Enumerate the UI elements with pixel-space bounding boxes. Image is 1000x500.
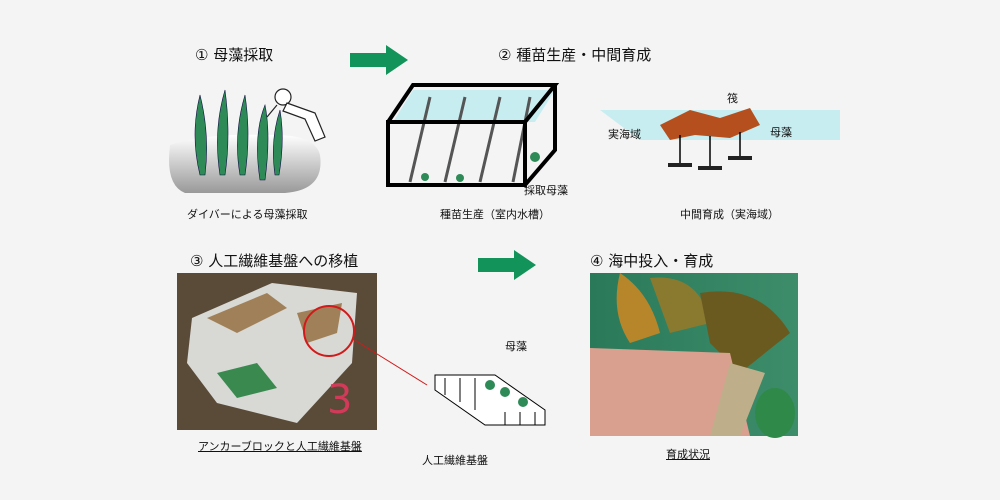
- step2-tank-caption: 種苗生産（室内水槽）: [440, 208, 550, 221]
- label-collected-mother: 採取母藻: [524, 184, 568, 197]
- step2-title: ② 種苗生産・中間育成: [498, 46, 652, 64]
- indoor-tank-illustration: [386, 83, 560, 187]
- step3-title: ③ 人工繊維基盤への移植: [190, 252, 359, 270]
- artificial-fiber-base-illustration: [434, 374, 546, 426]
- arrow-right-icon: [350, 45, 408, 75]
- label-artificial-fiber-base: 人工繊維基盤: [422, 454, 488, 467]
- label-mother-seaweed: 母藻: [770, 126, 792, 139]
- growth-status-photo: [590, 273, 798, 438]
- step1-caption: ダイバーによる母藻採取: [187, 208, 308, 221]
- step4-title: ④ 海中投入・育成: [590, 252, 714, 270]
- svg-text:3: 3: [327, 377, 352, 423]
- anchor-block-photo: 3: [177, 273, 428, 430]
- step4-caption: 育成状況: [666, 448, 710, 461]
- arrow-right-icon: [478, 250, 536, 280]
- label-raft: 筏: [727, 92, 738, 105]
- mid-culture-raft-illustration: [600, 108, 840, 170]
- label-real-sea: 実海域: [608, 128, 641, 141]
- label-mother-seaweed-3: 母藻: [505, 340, 527, 353]
- step3-caption: アンカーブロックと人工繊維基盤: [198, 440, 362, 453]
- step1-title: ① 母藻採取: [195, 46, 274, 64]
- step2-mid-caption: 中間育成（実海域）: [680, 208, 779, 221]
- diver-seaweed-illustration: [169, 88, 326, 193]
